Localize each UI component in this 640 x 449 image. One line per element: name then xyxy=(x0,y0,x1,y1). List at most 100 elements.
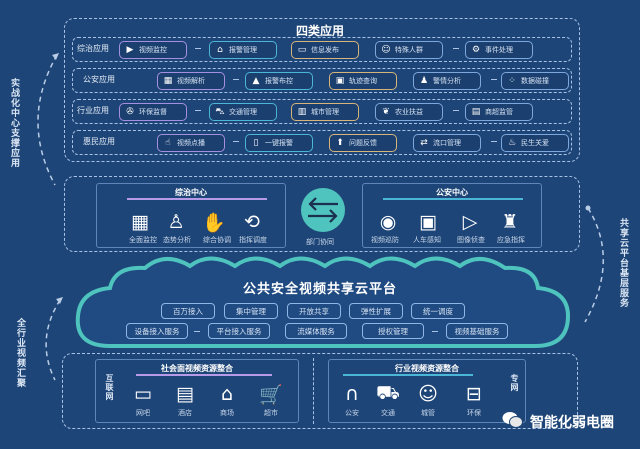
cloud-service: 流媒体服务 xyxy=(285,323,347,339)
gongan-center: 公安中心 ◉ ▣ ▷ ♜ 视频巡防 人车感知 图像侦查 应急指挥 xyxy=(362,183,542,248)
app-population-flow[interactable]: ⇄流口管理 xyxy=(413,134,481,152)
cloud-service: 授权管理 xyxy=(362,323,424,339)
dispatch-icon: ⟲ xyxy=(244,211,260,233)
cloud-service: 平台接入服务 xyxy=(208,323,270,339)
wechat-icon xyxy=(502,411,524,429)
exchange-arrows-icon xyxy=(301,188,345,232)
app-special-population[interactable]: ☺特殊人群 xyxy=(375,41,443,59)
fan-icon: ✇ xyxy=(126,107,134,117)
data-dots-icon: ⁘ xyxy=(508,76,516,86)
webcam-icon: ◉ xyxy=(379,211,397,233)
app-event-handling[interactable]: ⚙事件处理 xyxy=(465,41,533,59)
app-video-surveillance[interactable]: ▶视频监控 xyxy=(119,41,187,59)
app-store-supervision[interactable]: ▤商超监管 xyxy=(465,103,533,121)
app-city-management[interactable]: ▥城市管理 xyxy=(291,103,359,121)
app-info-publish[interactable]: ▭信息发布 xyxy=(291,41,359,59)
officers-icon: ☺ xyxy=(418,383,438,405)
side-label-left-top: 实战化中心支撑应用 xyxy=(9,78,19,168)
cloud-feature: 百万接入 xyxy=(161,303,215,319)
separator xyxy=(233,141,239,142)
separator xyxy=(195,110,201,111)
app-video-analysis[interactable]: ▦视频解析 xyxy=(157,72,225,90)
people-icon: ☺ xyxy=(381,45,391,55)
grid-icon: ▦ xyxy=(163,76,173,86)
app-row-gongan: 公安应用 ▦视频解析 ▲报警布控 ▣轨迹查询 ♟警情分析 ⁘数据碰撞 xyxy=(72,68,572,93)
pot-icon: ♨ xyxy=(507,138,517,148)
app-one-key-alarm[interactable]: ▯一键报警 xyxy=(245,134,313,152)
computer-icon: ▭ xyxy=(134,383,152,405)
video-wall-icon: ▦ xyxy=(131,211,149,233)
sprout-icon: ❦ xyxy=(382,107,390,117)
phone-icon: ▯ xyxy=(253,138,259,148)
centers-section xyxy=(64,176,580,252)
app-traffic-management[interactable]: ⛍交通管理 xyxy=(209,103,277,121)
cctv-camera-icon: ▶ xyxy=(126,45,134,55)
app-livelihood-care[interactable]: ♨民生关爱 xyxy=(501,134,569,152)
toolbox-icon: ⊟ xyxy=(466,383,482,405)
zongzhi-center-title: 综治中心 xyxy=(175,188,207,197)
separator xyxy=(453,48,459,49)
monitor-chart-icon: ▣ xyxy=(335,76,345,86)
cloud-feature: 弹性扩展 xyxy=(349,303,403,319)
message-icon: ▭ xyxy=(297,45,307,55)
separator xyxy=(233,79,239,80)
app-alarm-management[interactable]: ⌂报警管理 xyxy=(209,41,277,59)
store-icon: ▤ xyxy=(471,107,481,117)
title-underline xyxy=(343,374,473,376)
separator xyxy=(432,331,438,332)
flow-arrow-left-bottom xyxy=(45,297,63,381)
cart-icon: 🛒 xyxy=(259,383,283,406)
private-network-label: 专网 xyxy=(510,374,519,392)
app-data-collision[interactable]: ⁘数据碰撞 xyxy=(501,72,569,90)
gongan-center-title: 公安中心 xyxy=(436,188,468,197)
hotel-icon: ▤ xyxy=(176,383,194,405)
social-resources: 社会面视频资源整合 互联网 ▭ ▤ ⌂ 🛒 网吧 酒店 商场 超市 xyxy=(95,359,299,423)
app-police-analysis[interactable]: ♟警情分析 xyxy=(413,72,481,90)
side-label-left-bottom: 全行业视频汇聚 xyxy=(15,318,25,388)
app-env-supervision[interactable]: ✇环保监督 xyxy=(119,103,187,121)
app-track-query[interactable]: ▣轨迹查询 xyxy=(329,72,397,90)
cloud-service: 视频基础服务 xyxy=(446,323,508,339)
row-label: 综治应用 xyxy=(77,44,109,53)
separator xyxy=(195,48,201,49)
flow-arrow-right xyxy=(584,205,604,323)
app-feedback[interactable]: ⬆问题反馈 xyxy=(329,134,397,152)
row-label: 惠民应用 xyxy=(83,137,115,146)
flow-arrow-left-top xyxy=(37,53,59,186)
separator xyxy=(453,110,459,111)
alarm-bell-icon: ▲ xyxy=(252,76,260,86)
cloud-service: 设备接入服务 xyxy=(126,323,188,339)
presenter-icon: ♙ xyxy=(167,211,185,233)
row-label: 公安应用 xyxy=(83,75,115,84)
resources-section xyxy=(62,353,578,429)
separator xyxy=(194,331,200,332)
resources-divider xyxy=(313,358,314,424)
cloud-feature: 统一调度 xyxy=(411,303,465,319)
internet-label: 互联网 xyxy=(105,374,114,401)
industry-resources: 行业视频资源整合 ∩ ⛟ ☺ ⊟ 公安 交通 城管 环保 专网 xyxy=(328,359,526,423)
cloud-feature: 集中管理 xyxy=(224,303,278,319)
upload-arrow-icon: ⬆ xyxy=(336,138,344,148)
police-arch-icon: ∩ xyxy=(345,383,359,405)
gear-icon: ⚙ xyxy=(471,45,481,55)
zongzhi-center: 综治中心 ▦ ♙ ✋ ⟲ 全面监控 态势分析 综合协调 指挥调度 xyxy=(96,183,286,248)
app-video-on-demand[interactable]: ☝视频点播 xyxy=(157,134,225,152)
app-alarm-deploy[interactable]: ▲报警布控 xyxy=(245,72,313,90)
department-collab: 部门协同 xyxy=(300,187,346,247)
side-label-right: 共享云平台基层服务 xyxy=(618,218,628,308)
industry-resources-title: 行业视频资源整合 xyxy=(395,364,459,373)
touch-hand-icon: ☝ xyxy=(165,138,171,148)
app-agriculture[interactable]: ❦农业扶益 xyxy=(375,103,443,121)
separator xyxy=(491,141,497,142)
cloud-feature: 开放共享 xyxy=(287,303,341,319)
mall-icon: ⌂ xyxy=(220,383,234,405)
social-resources-title: 社会面视频资源整合 xyxy=(161,364,233,373)
city-building-icon: ▥ xyxy=(297,107,307,117)
monitor-clock-icon: ▣ xyxy=(419,211,437,233)
vehicles-icon: ⛟ xyxy=(376,381,400,404)
cloud-title: 公共安全视频共享云平台 xyxy=(242,282,397,297)
title-underline xyxy=(383,198,523,200)
analyst-icon: ♟ xyxy=(419,76,429,86)
apps-section xyxy=(64,18,580,162)
video-file-icon: ▷ xyxy=(462,211,478,233)
